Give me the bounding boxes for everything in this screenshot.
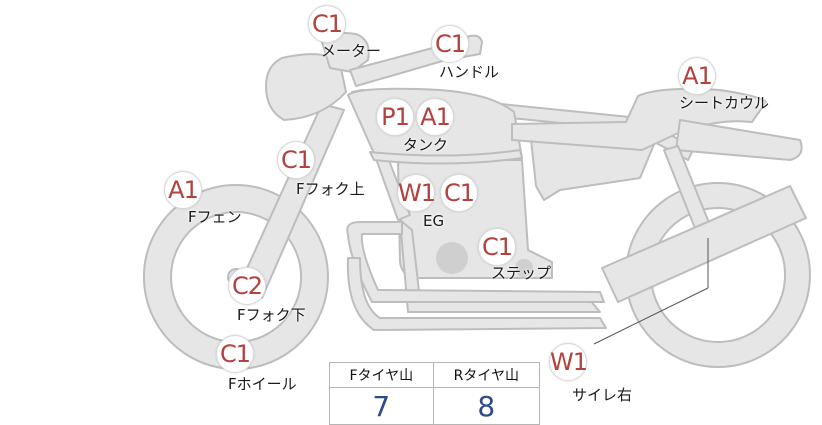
damage-code-badge: A1	[678, 57, 716, 95]
leader-line-diagonal	[593, 287, 709, 345]
part-label: Fフォク下	[237, 306, 306, 324]
rear-fender	[675, 119, 803, 161]
tank-stripe	[369, 149, 523, 165]
tread-value-row: 7 8	[329, 387, 541, 425]
front-tire-tread-value: 7	[329, 387, 434, 425]
front-fork	[237, 103, 345, 299]
rear-tire-tread-header: Rタイヤ山	[432, 362, 541, 388]
damage-code-badge: C1	[308, 5, 346, 43]
damage-code-badge-second: C1	[440, 174, 478, 212]
damage-code-badge: P1	[376, 98, 414, 136]
part-label: タンク	[403, 136, 449, 154]
damage-code-badge: C1	[431, 25, 469, 63]
part-label: サイレ右	[572, 386, 633, 404]
part-label: ハンドル	[439, 63, 500, 81]
damage-code-badge: C1	[216, 335, 254, 373]
part-label: シートカウル	[679, 94, 770, 112]
part-label: Fフォク上	[296, 180, 365, 198]
part-label: EG	[423, 212, 445, 230]
part-label: ステップ	[491, 264, 552, 282]
damage-code-badge: C1	[277, 141, 315, 179]
engine-cover	[436, 242, 468, 274]
damage-code-badge-second: A1	[416, 98, 454, 136]
part-label: Fフェン	[188, 208, 242, 226]
damage-code-badge: C1	[478, 228, 516, 266]
damage-code-badge: A1	[164, 171, 202, 209]
part-label: Fホイール	[228, 375, 297, 393]
damage-code-badge: W1	[549, 343, 588, 381]
rear-tire-tread-value: 8	[432, 387, 541, 425]
step-peg	[515, 259, 533, 277]
damage-code-badge: W1	[397, 174, 436, 212]
part-label: メーター	[321, 42, 382, 60]
front-tire-tread-header: Fタイヤ山	[329, 362, 434, 388]
exhaust-pipe-lower	[346, 257, 607, 331]
tire-tread-table: Fタイヤ山 Rタイヤ山 7 8	[329, 362, 541, 425]
damage-code-badge: C2	[228, 267, 266, 305]
tread-header-row: Fタイヤ山 Rタイヤ山	[329, 362, 541, 388]
muffler	[601, 185, 807, 303]
